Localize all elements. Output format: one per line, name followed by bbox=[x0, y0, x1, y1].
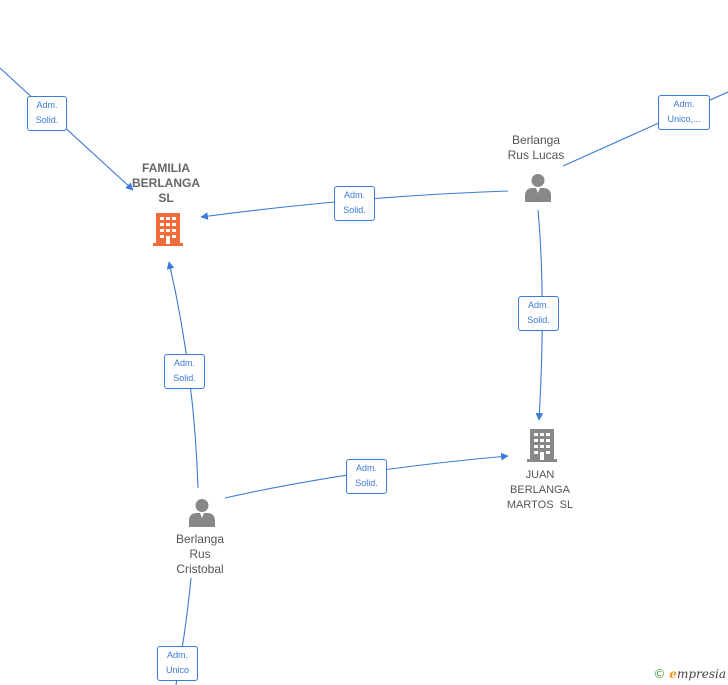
edge-label-cristobal-familia[interactable]: Adm. Solid. bbox=[164, 354, 205, 389]
node-label-line: BERLANGA bbox=[510, 484, 570, 496]
person-icon[interactable] bbox=[523, 172, 553, 202]
node-label-line: Cristobal bbox=[176, 562, 224, 576]
edge-label-line: Unico bbox=[165, 665, 189, 675]
edge-label-line: Adm. bbox=[173, 358, 195, 368]
node-label-berlanga-rus-lucas[interactable]: Berlanga Rus Lucas bbox=[486, 133, 586, 163]
node-label-line: SL bbox=[158, 191, 174, 205]
node-label-berlanga-rus-cristobal[interactable]: Berlanga Rus Cristobal bbox=[150, 532, 250, 577]
edge-label-line: Solid. bbox=[343, 205, 366, 215]
edge-label-line: Solid. bbox=[35, 115, 59, 125]
edge-label-cristobal-juan[interactable]: Adm. Solid. bbox=[346, 459, 387, 494]
copyright-icon: © bbox=[653, 667, 666, 681]
edge-label-line: Adm. bbox=[166, 650, 188, 660]
edge-label-lucas-topright[interactable]: Adm. Unico,... bbox=[658, 95, 710, 130]
edge-label-line: Adm. bbox=[355, 463, 377, 473]
edge-label-line: Adm. bbox=[527, 300, 549, 310]
edge-label-line: Solid. bbox=[355, 478, 378, 488]
edge-label-line: Adm. bbox=[36, 100, 58, 110]
node-label-line: Berlanga bbox=[511, 133, 561, 147]
person-icon[interactable] bbox=[187, 497, 217, 527]
edge-label-line: Solid. bbox=[173, 373, 196, 383]
node-label-line: BERLANGA bbox=[132, 176, 200, 190]
node-label-familia-berlanga[interactable]: FAMILIA BERLANGA SL bbox=[120, 161, 212, 206]
edge-label-topleft-familia[interactable]: Adm. Solid. bbox=[27, 96, 67, 131]
node-label-line: Berlanga bbox=[175, 532, 225, 546]
brand-logo-e: e bbox=[669, 667, 677, 681]
edge-label-lucas-juan[interactable]: Adm. Solid. bbox=[518, 296, 559, 331]
edge-label-line: Adm. bbox=[673, 99, 695, 109]
edge-label-line: Adm. bbox=[343, 190, 365, 200]
node-label-juan-berlanga[interactable]: JUAN BERLANGA MARTOS SL bbox=[495, 468, 585, 513]
edge-label-lucas-familia[interactable]: Adm. Solid. bbox=[334, 186, 375, 221]
node-label-line: Rus bbox=[189, 547, 211, 561]
node-label-line: FAMILIA bbox=[142, 161, 190, 175]
brand-logo-text: mpresia bbox=[676, 667, 726, 681]
building-icon[interactable] bbox=[152, 211, 184, 247]
node-label-line: MARTOS SL bbox=[506, 499, 574, 511]
empresia-watermark: © empresia bbox=[653, 667, 726, 681]
edge-label-bottom-cristobal[interactable]: Adm. Unico bbox=[157, 646, 198, 681]
building-icon[interactable] bbox=[526, 427, 558, 463]
node-label-line: JUAN bbox=[525, 469, 555, 481]
edge-label-line: Solid. bbox=[527, 315, 550, 325]
edge-label-line: Unico,... bbox=[667, 114, 701, 124]
node-label-line: Rus Lucas bbox=[507, 148, 565, 162]
